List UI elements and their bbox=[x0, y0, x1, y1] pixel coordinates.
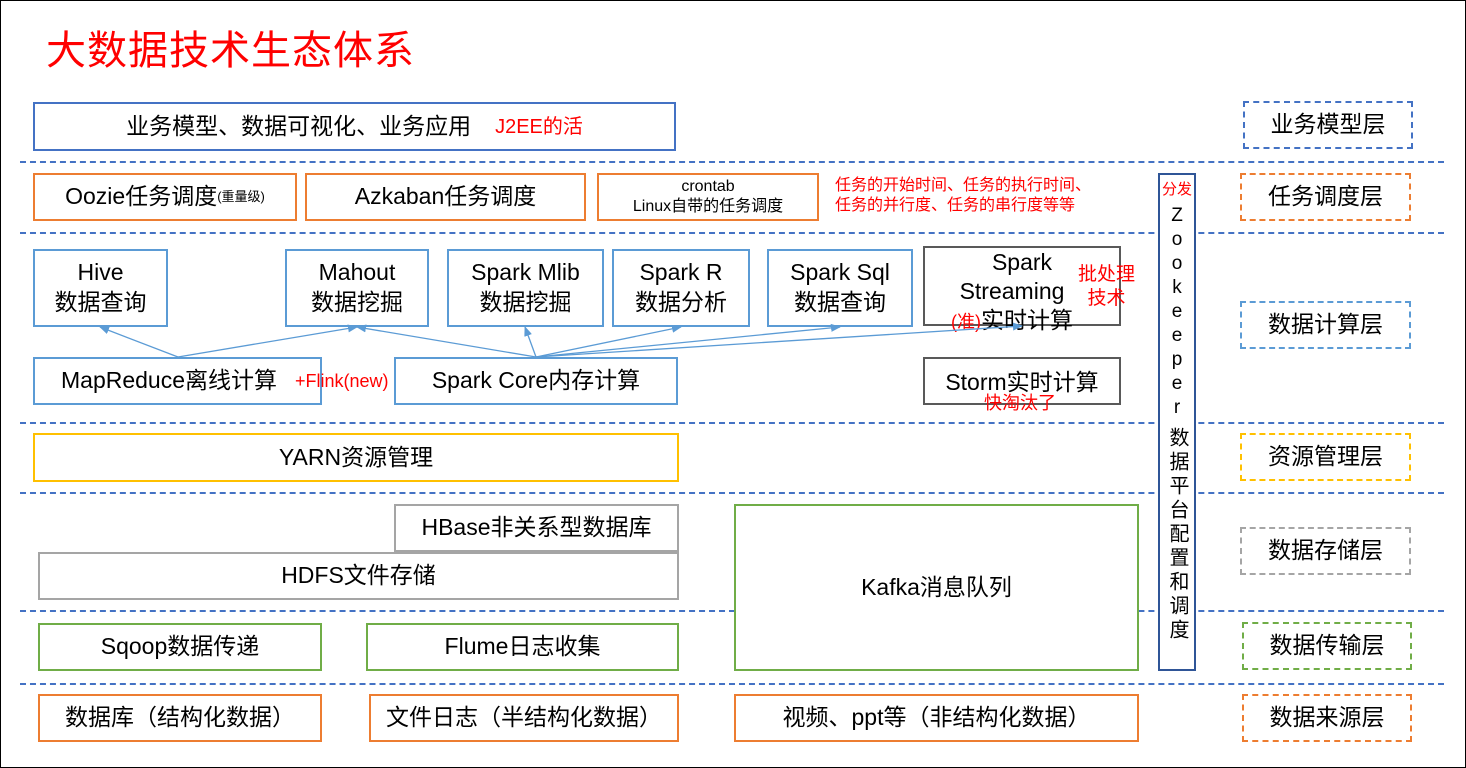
zookeeper-name: Zookeeper bbox=[1166, 205, 1188, 421]
separator-5 bbox=[20, 610, 1444, 612]
arrow-sparkcore-sql bbox=[535, 323, 841, 358]
database-source-label: 数据库（结构化数据） bbox=[65, 704, 295, 731]
storm-label: Storm实时计算 bbox=[945, 369, 1099, 395]
business-note: J2EE的活 bbox=[495, 115, 583, 138]
yarn-box: YARN资源管理 bbox=[33, 433, 679, 482]
layer-schedule-label: 任务调度层 bbox=[1268, 183, 1383, 210]
hbase-label: HBase非关系型数据库 bbox=[421, 514, 652, 541]
page-title: 大数据技术生态体系 bbox=[46, 29, 415, 73]
oozie-note: (重量级) bbox=[217, 188, 265, 204]
layer-compute-label: 数据计算层 bbox=[1268, 311, 1383, 338]
layer-resource: 资源管理层 bbox=[1240, 433, 1411, 481]
flink-note: +Flink(new) bbox=[295, 371, 389, 391]
mahout-box: Mahout 数据挖掘 bbox=[285, 249, 429, 327]
hive-name: Hive bbox=[77, 259, 124, 286]
azkaban-label: Azkaban任务调度 bbox=[354, 183, 537, 210]
separator-4 bbox=[20, 492, 1444, 494]
kafka-label: Kafka消息队列 bbox=[861, 573, 1012, 600]
layer-storage-label: 数据存储层 bbox=[1268, 537, 1383, 564]
database-source-box: 数据库（结构化数据） bbox=[38, 694, 322, 742]
hdfs-label: HDFS文件存储 bbox=[281, 562, 436, 589]
spark-streaming-name-line1: Spark bbox=[991, 249, 1053, 275]
crontab-desc: Linux自带的任务调度 bbox=[632, 198, 784, 215]
business-box: 业务模型、数据可视化、业务应用 J2EE的活 bbox=[33, 102, 676, 151]
zookeeper-note: 分发 bbox=[1161, 181, 1192, 198]
storm-note: 快淘汰了 bbox=[984, 393, 1056, 413]
spark-mlib-name: Spark Mlib bbox=[471, 259, 580, 286]
arrow-sparkcore-mahout bbox=[356, 324, 537, 358]
arrow-sparkcore-mlib bbox=[524, 326, 537, 358]
spark-mlib-desc: 数据挖掘 bbox=[479, 289, 572, 315]
layer-source: 数据来源层 bbox=[1242, 694, 1412, 742]
layer-business: 业务模型层 bbox=[1243, 101, 1413, 149]
flume-box: Flume日志收集 bbox=[366, 623, 679, 671]
hbase-box: HBase非关系型数据库 bbox=[394, 504, 679, 552]
spark-core-label: Spark Core内存计算 bbox=[431, 367, 641, 394]
separator-6 bbox=[20, 683, 1444, 685]
azkaban-box: Azkaban任务调度 bbox=[305, 173, 586, 221]
business-label: 业务模型、数据可视化、业务应用 bbox=[126, 112, 472, 139]
oozie-box: Oozie任务调度(重量级) bbox=[33, 173, 297, 221]
layer-transfer-label: 数据传输层 bbox=[1269, 632, 1385, 659]
video-source-label: 视频、ppt等（非结构化数据） bbox=[782, 704, 1091, 731]
schedule-note-line1: 任务的开始时间、任务的执行时间、 bbox=[835, 177, 1092, 194]
separator-2 bbox=[20, 232, 1444, 234]
spark-r-box: Spark R 数据分析 bbox=[612, 249, 750, 327]
arrow-mapreduce-hive bbox=[99, 326, 179, 358]
batch-note: 批处理 技术 bbox=[1078, 263, 1135, 311]
spark-streaming-prefix: (准) bbox=[951, 311, 981, 332]
crontab-label: crontab bbox=[681, 178, 735, 195]
layer-transfer: 数据传输层 bbox=[1242, 622, 1412, 670]
spark-sql-box: Spark Sql 数据查询 bbox=[767, 249, 913, 327]
arrow-sparkcore-r bbox=[535, 324, 682, 358]
batch-note-line2: 技术 bbox=[1087, 287, 1126, 309]
storm-box: Storm实时计算 bbox=[923, 357, 1121, 405]
schedule-note-line2: 任务的并行度、任务的串行度等等 bbox=[835, 197, 1076, 214]
hive-desc: 数据查询 bbox=[54, 289, 147, 315]
spark-r-desc: 数据分析 bbox=[635, 289, 727, 315]
kafka-box: Kafka消息队列 bbox=[734, 504, 1139, 671]
spark-sql-desc: 数据查询 bbox=[794, 289, 886, 315]
mahout-desc: 数据挖掘 bbox=[311, 289, 403, 315]
spark-streaming-name-line2: Streaming bbox=[959, 277, 1065, 304]
yarn-label: YARN资源管理 bbox=[278, 443, 434, 470]
spark-sql-name: Spark Sql bbox=[790, 259, 890, 286]
batch-note-line1: 批处理 bbox=[1078, 264, 1136, 285]
mapreduce-box: MapReduce离线计算 bbox=[33, 357, 322, 405]
hdfs-box: HDFS文件存储 bbox=[38, 552, 679, 600]
log-source-box: 文件日志（半结构化数据） bbox=[369, 694, 679, 742]
schedule-note: 任务的开始时间、任务的执行时间、 任务的并行度、任务的串行度等等 bbox=[835, 176, 1091, 216]
spark-mlib-box: Spark Mlib 数据挖掘 bbox=[447, 249, 604, 327]
sqoop-label: Sqoop数据传递 bbox=[100, 633, 260, 660]
crontab-box: crontab Linux自带的任务调度 bbox=[597, 173, 819, 221]
layer-schedule: 任务调度层 bbox=[1240, 173, 1411, 221]
layer-resource-label: 资源管理层 bbox=[1268, 443, 1383, 470]
hive-box: Hive 数据查询 bbox=[33, 249, 168, 327]
separator-3 bbox=[20, 422, 1444, 424]
video-source-box: 视频、ppt等（非结构化数据） bbox=[734, 694, 1139, 742]
mapreduce-label: MapReduce离线计算 bbox=[61, 367, 278, 394]
flume-label: Flume日志收集 bbox=[444, 633, 601, 660]
layer-source-label: 数据来源层 bbox=[1269, 704, 1385, 731]
separator-1 bbox=[20, 161, 1444, 163]
spark-r-name: Spark R bbox=[639, 259, 723, 286]
mahout-name: Mahout bbox=[318, 259, 396, 286]
zookeeper-box: 分发 Zookeeper 数据平台配置和调度 bbox=[1158, 173, 1196, 671]
zookeeper-desc: 数据平台配置和调度 bbox=[1166, 427, 1188, 643]
layer-business-label: 业务模型层 bbox=[1270, 111, 1386, 138]
spark-core-box: Spark Core内存计算 bbox=[394, 357, 678, 405]
sqoop-box: Sqoop数据传递 bbox=[38, 623, 322, 671]
layer-storage: 数据存储层 bbox=[1240, 527, 1411, 575]
arrow-mapreduce-mahout bbox=[177, 324, 358, 358]
log-source-label: 文件日志（半结构化数据） bbox=[386, 704, 662, 731]
arrow-sparkcore-streaming bbox=[535, 322, 1023, 358]
layer-compute: 数据计算层 bbox=[1240, 301, 1411, 349]
oozie-label: Oozie任务调度 bbox=[65, 183, 218, 210]
